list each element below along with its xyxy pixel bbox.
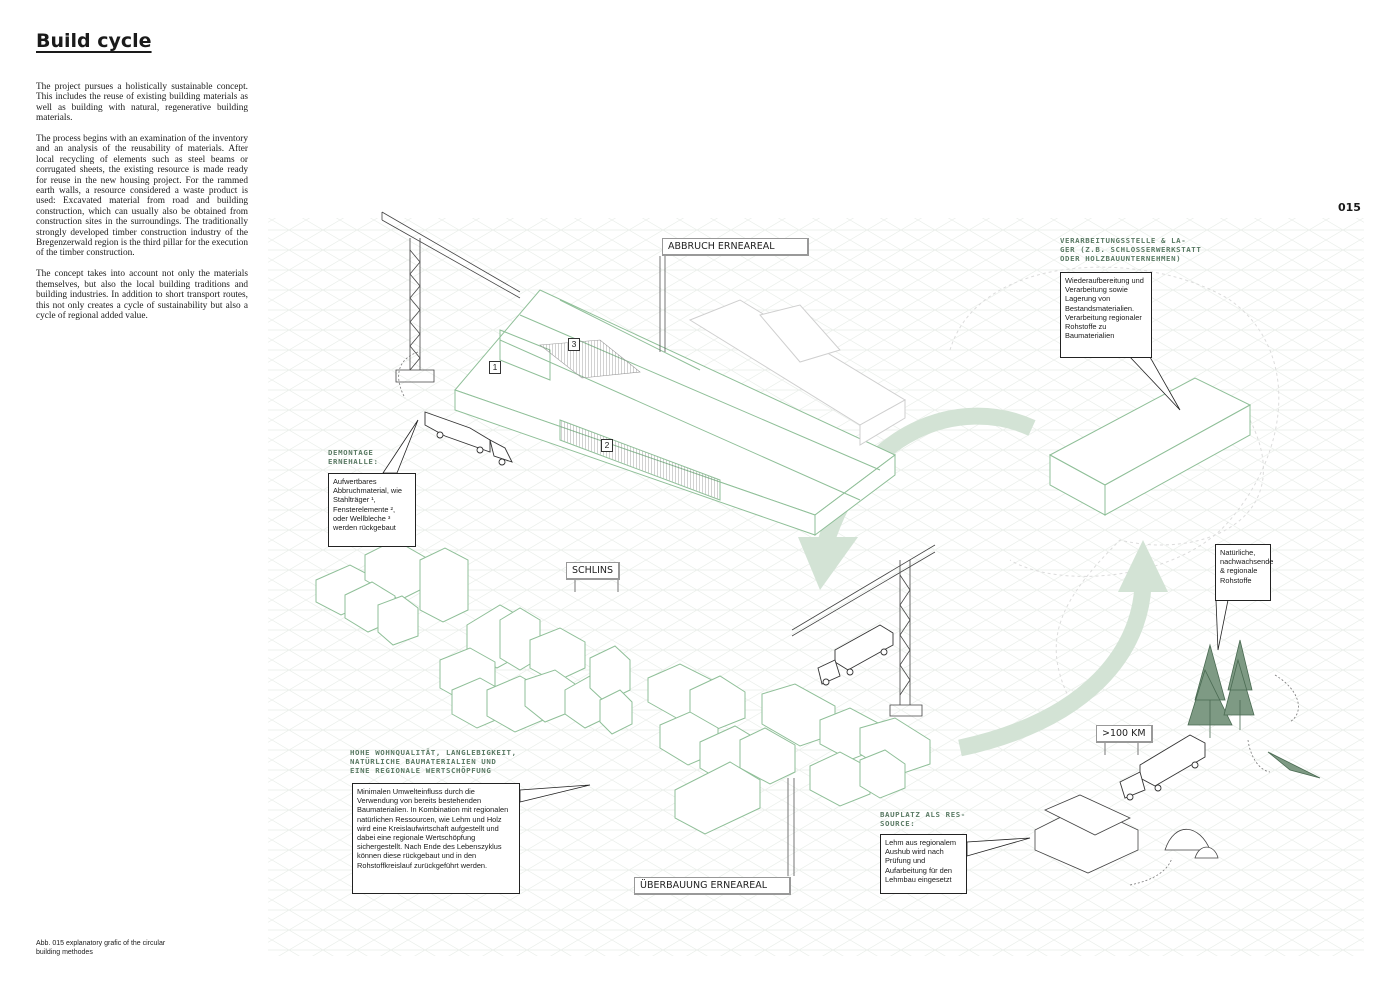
heading-demontage: DEMONTAGE ERNEHALLE: [328, 448, 379, 466]
paragraph: The project pursues a holistically susta… [36, 82, 248, 124]
sign-distance: >100 KM [1096, 725, 1153, 743]
paragraph: The process begins with an examination o… [36, 134, 248, 259]
crane-icon [791, 544, 936, 717]
marker-2: 2 [601, 439, 613, 452]
heading-bauplatz: BAUPLATZ ALS RES- SOURCE: [880, 810, 966, 828]
processing-hall-building [1048, 377, 1252, 516]
page-number: 015 [1338, 201, 1361, 214]
paragraph: The concept takes into account not only … [36, 269, 248, 321]
callout-verarbeitung: Wiederaufbereitung und Verarbeitung sowi… [1060, 272, 1152, 358]
cycle-arrow-bottom [958, 540, 1168, 757]
process-arrows [398, 351, 1299, 886]
callout-demontage: Aufwertbares Abbruchmaterial, wie Stahlt… [328, 473, 416, 547]
construction-site [1034, 794, 1219, 874]
sign-ueberbauung-erneareal: ÜBERBAUUNG ERNEAREAL [634, 877, 791, 895]
marker-1: 1 [489, 361, 501, 374]
truck-icon [1119, 734, 1206, 801]
body-text: The project pursues a holistically susta… [36, 82, 248, 332]
hatched-roof [539, 339, 641, 379]
callout-leaders [382, 356, 1229, 857]
marker-3: 3 [568, 338, 580, 351]
heading-wohnqualitaet: HOHE WOHNQUALITÄT, LANGLEBIGKEIT, NATÜRL… [350, 748, 517, 775]
house-cluster [315, 539, 931, 835]
figure-caption: Abb. 015 explanatory grafic of the circu… [36, 940, 166, 956]
tree-icon [1187, 639, 1321, 779]
heading-verarbeitung: VERARBEITUNGSSTELLE & LA- GER (Z.B. SCHL… [1060, 236, 1202, 263]
truck-icon [424, 411, 513, 466]
sign-posts [574, 256, 1139, 876]
crane-icon [381, 211, 521, 383]
page-title: Build cycle [36, 30, 152, 52]
truck-icon [817, 624, 894, 686]
callout-wohnqualitaet: Minimalen Umwelteinfluss durch die Verwe… [352, 783, 520, 894]
sign-schlins: SCHLINS [566, 562, 621, 580]
callout-bauplatz: Lehm aus regionalem Aushub wird nach Prü… [880, 834, 967, 894]
callout-rohstoffe: Natürliche, nachwachsende & regionale Ro… [1215, 544, 1273, 601]
erne-hall-annex [688, 299, 906, 446]
sign-abbruch-erneareal: ABBRUCH ERNEAREAL [662, 238, 809, 256]
